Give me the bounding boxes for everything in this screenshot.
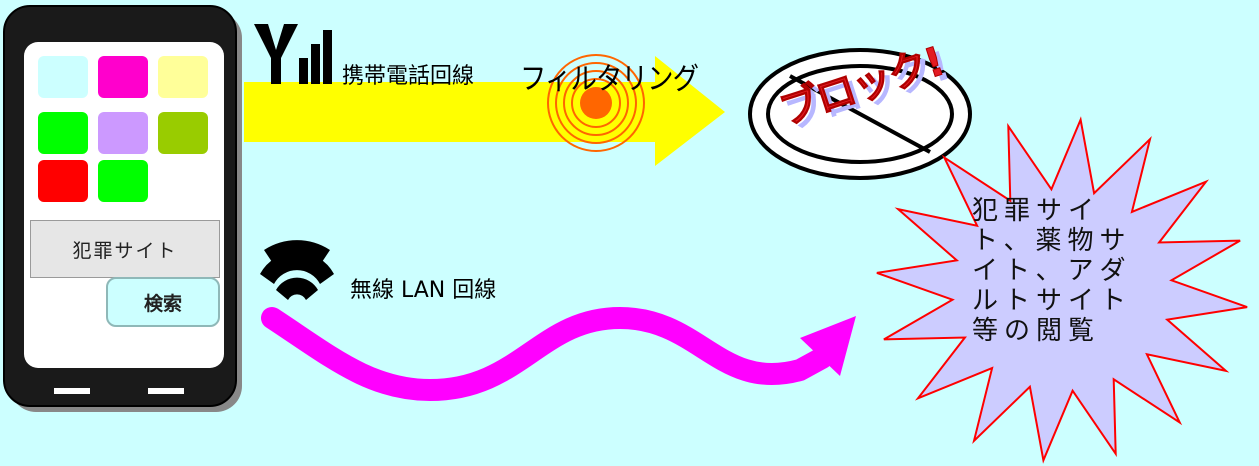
app-tile-icon[interactable]	[98, 160, 148, 202]
app-tile-icon[interactable]	[38, 160, 88, 202]
warning-burst	[876, 116, 1248, 464]
phone-home-key-left	[54, 388, 90, 394]
app-tile-icon[interactable]	[98, 112, 148, 154]
app-tile-icon[interactable]	[158, 56, 208, 98]
signal-antenna-icon	[254, 24, 332, 84]
app-tile-icon[interactable]	[98, 56, 148, 98]
filter-radar-icon	[547, 54, 645, 152]
prohibition-sign	[748, 48, 972, 180]
phone-home-key-right	[148, 388, 184, 394]
app-tiles	[38, 56, 208, 202]
app-tile-icon[interactable]	[158, 112, 208, 154]
phone-search-button[interactable]: 検索	[106, 277, 220, 327]
wifi-arrowhead	[800, 316, 856, 376]
app-tile-icon[interactable]	[38, 56, 88, 98]
mobile-line-label: 携帯電話回線	[342, 64, 475, 89]
mobile-line-arrow	[244, 56, 725, 166]
wifi-line-arrow	[261, 306, 833, 402]
phone-search-value: 犯罪サイト	[72, 239, 178, 262]
filtering-label: フィルタリング	[520, 62, 699, 97]
wifi-icon	[260, 240, 334, 300]
phone-search-button-label: 検索	[143, 292, 182, 315]
wifi-line-label: 無線 LAN 回線	[350, 278, 497, 303]
app-tile-icon[interactable]	[38, 112, 88, 154]
phone-search-input[interactable]: 犯罪サイト	[30, 220, 220, 278]
burst-label: 犯罪サイト、薬物サイト、アダルトサイト等の閲覧	[972, 196, 1133, 346]
